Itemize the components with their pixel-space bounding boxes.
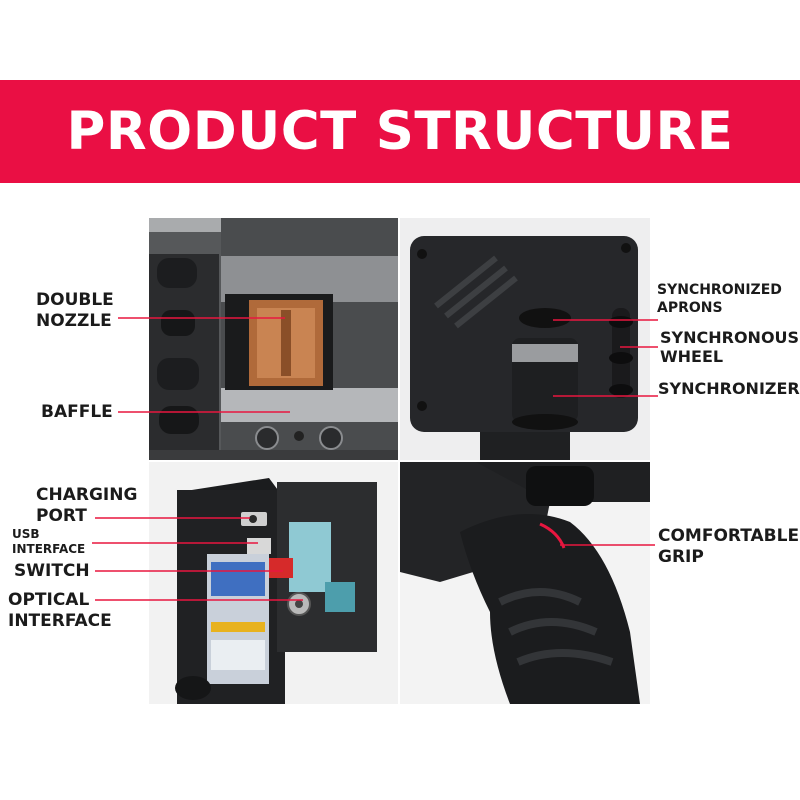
synchronizer-wheel-photo [400, 218, 650, 460]
label-comfortable-grip: COMFORTABLE GRIP [658, 526, 800, 567]
label-double-nozzle: DOUBLE NOZZLE [36, 290, 114, 331]
label-synchronizer: SYNCHRONIZER [658, 379, 800, 398]
label-charging-port: CHARGING PORT [36, 485, 138, 526]
ports-side-photo [149, 462, 398, 704]
label-switch: SWITCH [14, 561, 90, 581]
label-baffle: BAFFLE [41, 402, 113, 422]
nozzle-closeup-photo [149, 218, 398, 460]
label-synchronous-wheel: SYNCHRONOUS WHEEL [660, 328, 800, 366]
title-banner: PRODUCT STRUCTURE [0, 80, 800, 183]
label-usb-interface: USB INTERFACE [12, 527, 86, 556]
handle-grip-photo [400, 462, 650, 704]
page-title: PRODUCT STRUCTURE [66, 101, 734, 162]
label-synchronized-aprons: SYNCHRONIZED APRONS [657, 282, 782, 316]
label-optical-interface: OPTICAL INTERFACE [8, 590, 112, 631]
